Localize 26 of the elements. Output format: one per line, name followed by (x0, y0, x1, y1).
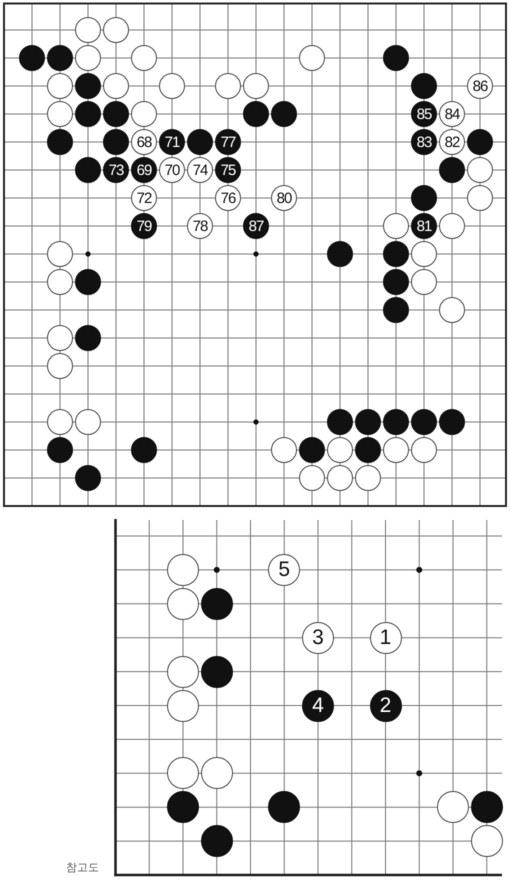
diagram-caption: 참고도 (66, 861, 99, 874)
numbered-stone: 84 (439, 101, 465, 127)
numbered-stone: 80 (271, 185, 297, 211)
numbered-stone: 72 (131, 185, 157, 211)
numbered-stone: 5 (268, 554, 300, 586)
numbered-stone: 86 (467, 73, 493, 99)
numbered-stone: 73 (103, 157, 129, 183)
numbered-stone: 83 (411, 129, 437, 155)
numbered-stone: 74 (187, 157, 213, 183)
numbered-stone: 85 (411, 101, 437, 127)
numbered-stone: 3 (302, 622, 334, 654)
numbered-stone: 70 (159, 157, 185, 183)
numbered-stone: 2 (370, 690, 402, 722)
numbered-stone: 1 (370, 622, 402, 654)
numbered-stone: 78 (187, 213, 213, 239)
numbered-stone: 81 (411, 213, 437, 239)
numbered-stone: 71 (159, 129, 185, 155)
numbered-stone: 76 (215, 185, 241, 211)
numbered-stone: 75 (215, 157, 241, 183)
numbered-stone: 4 (302, 690, 334, 722)
numbered-stone: 69 (131, 157, 157, 183)
numbered-stone: 87 (243, 213, 269, 239)
numbered-stone: 82 (439, 129, 465, 155)
numbered-stone: 77 (215, 129, 241, 155)
numbered-stone: 79 (131, 213, 157, 239)
numbered-stone: 68 (131, 129, 157, 155)
